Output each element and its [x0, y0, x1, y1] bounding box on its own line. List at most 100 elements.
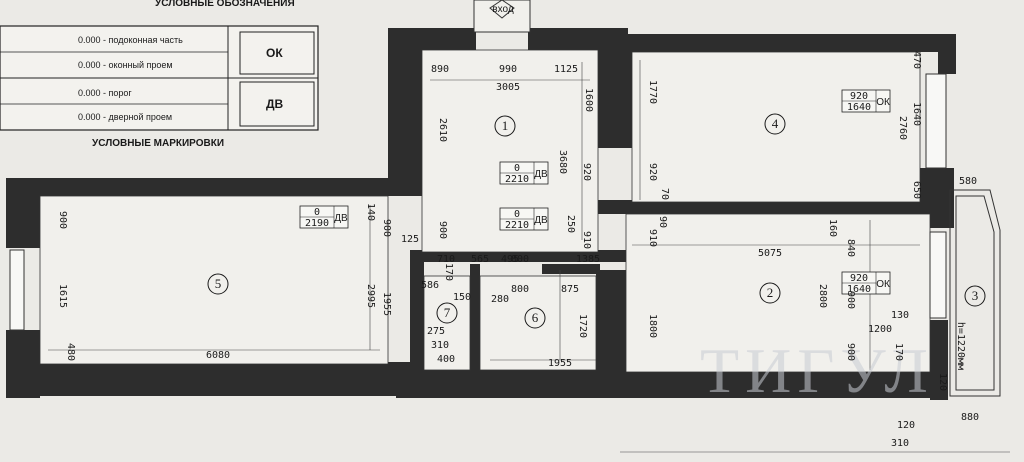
room-circle-2: [759, 282, 781, 304]
dimension-label: 900: [845, 343, 856, 361]
dimension-label: 920: [647, 163, 658, 181]
dimension-label: 875: [561, 284, 579, 295]
room-circle-4: [764, 113, 786, 135]
room-number-3: 3: [972, 288, 979, 303]
dimension-label: 160: [827, 219, 838, 237]
dimension-label: 900: [57, 211, 68, 229]
dimension-label: 1770: [647, 80, 658, 104]
walls: [6, 28, 956, 400]
dimension-label: 3005: [496, 82, 520, 93]
room-number-5: 5: [215, 276, 222, 291]
tag-top-value: 0: [514, 163, 520, 174]
legend-symbols-title: УСЛОВНЫЕ ОБОЗНАЧЕНИЯ: [155, 0, 295, 9]
legend-ok-code: ОК: [266, 46, 283, 60]
dimension-label: 2995: [365, 284, 376, 308]
dimension-label: 910: [647, 229, 658, 247]
dimension-label: 800: [511, 254, 529, 265]
dimension-label: 120: [937, 373, 948, 391]
tag-bottom-value: 2210: [505, 174, 529, 185]
room-number-7: 7: [444, 305, 451, 320]
dimension-label: 130: [891, 310, 909, 321]
tag-code: ОК: [876, 97, 890, 108]
dimension-label: 310: [431, 340, 449, 351]
dimension-label: 1600: [583, 88, 594, 112]
dimension-label: 2800: [817, 284, 828, 308]
tag-code: ДВ: [534, 215, 548, 226]
room-number-1: 1: [502, 118, 509, 133]
tag-bottom-value: 2210: [505, 220, 529, 231]
legend: УСЛОВНЫЕ ОБОЗНАЧЕНИЯ 0.000 - подоконная …: [0, 0, 319, 149]
dimension-label: 310: [891, 438, 909, 449]
dimension-label: h=1220мм: [955, 322, 966, 370]
dimension-label: 280: [491, 294, 509, 305]
room-number-4: 4: [772, 116, 779, 131]
dimension-label: 910: [581, 231, 592, 249]
dimension-label: 586: [421, 280, 439, 291]
dimension-label: 2760: [897, 116, 908, 140]
room-circle-6: [524, 307, 546, 329]
room-circle-5: [207, 273, 229, 295]
dimension-label: 1955: [381, 292, 392, 316]
dimension-label: 70: [659, 188, 670, 200]
dimension-label: 275: [427, 326, 445, 337]
dimension-label: 470: [911, 51, 922, 69]
dimension-label: 990: [499, 64, 517, 75]
dimension-label: 140: [365, 203, 376, 221]
dimension-label: 1800: [647, 314, 658, 338]
dimension-label: 900: [845, 291, 856, 309]
dimension-label: 6080: [206, 350, 230, 361]
dimension-label: 900: [437, 221, 448, 239]
room-circle-1: [494, 115, 516, 137]
dimension-label: 1125: [554, 64, 578, 75]
dimension-label: 920: [581, 163, 592, 181]
tag-top-value: 0: [514, 209, 520, 220]
dimension-label: 710: [437, 254, 455, 265]
dimension-label: 170: [443, 263, 454, 281]
windows: [9, 73, 947, 331]
dimension-label: 3680: [557, 150, 568, 174]
tag-code: ОК: [876, 279, 890, 290]
tag-top-value: 920: [850, 91, 868, 102]
dimension-label: 650: [911, 181, 922, 199]
tag-code: ДВ: [334, 213, 348, 224]
dimension-label: 880: [961, 412, 979, 423]
dimension-label: 495: [501, 254, 519, 265]
dimension-label: 900: [381, 219, 392, 237]
dimension-label: 1200: [868, 324, 892, 335]
dimension-label: 400: [437, 354, 455, 365]
dimension-label: 480: [65, 343, 76, 361]
tag-bottom-value: 1640: [847, 284, 871, 295]
dimension-label: 125: [401, 234, 419, 245]
dimension-label: 1955: [548, 358, 572, 369]
dimension-label: 120: [897, 420, 915, 431]
dimension-label: 565: [471, 254, 489, 265]
dimension-label: 840: [845, 239, 856, 257]
legend-dv-line-1: 0.000 - порог: [78, 88, 132, 98]
dimension-label: 1615: [57, 284, 68, 308]
dimension-label: 580: [959, 176, 977, 187]
tag-top-value: 920: [850, 273, 868, 284]
dimension-label: 250: [565, 215, 576, 233]
legend-markings-title: УСЛОВНЫЕ МАРКИРОВКИ: [92, 138, 224, 149]
tag-bottom-value: 1640: [847, 102, 871, 113]
tag-bottom-value: 2190: [305, 218, 329, 229]
dimension-label: 5075: [758, 248, 782, 259]
dimension-label: 890: [431, 64, 449, 75]
dimension-label: 170: [893, 343, 904, 361]
dimension-label: 1385: [576, 254, 600, 265]
room-circle-7: [436, 302, 458, 324]
room-circle-3: [964, 285, 986, 307]
tag-code: ДВ: [534, 169, 548, 180]
room-number-6: 6: [532, 310, 539, 325]
balcony: [949, 189, 1001, 397]
dimension-label: 150: [453, 292, 471, 303]
